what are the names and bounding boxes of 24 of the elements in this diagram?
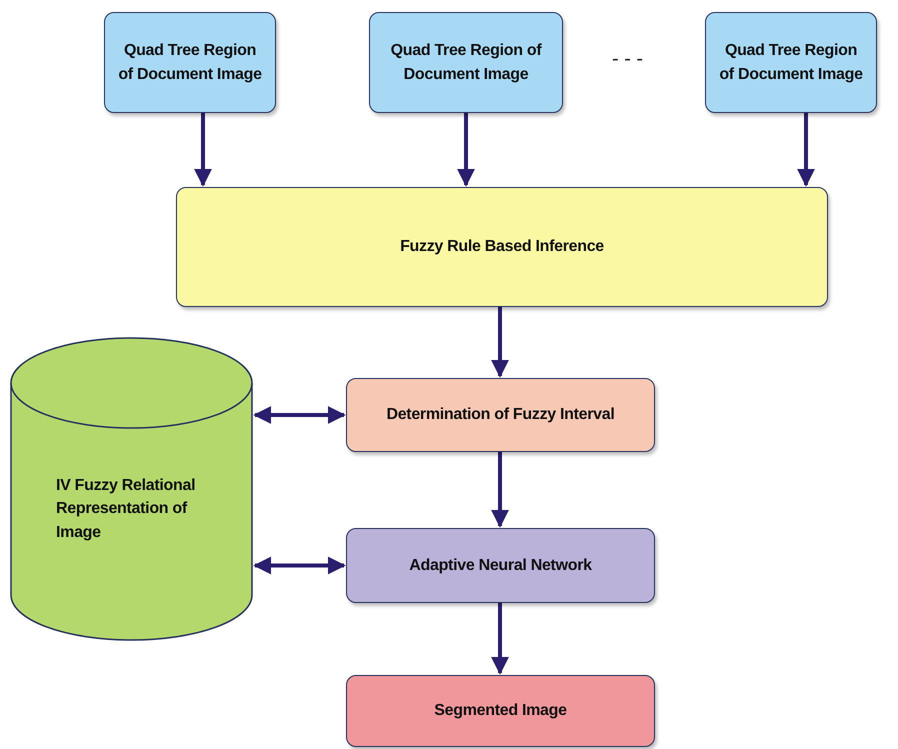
- arrow: [797, 113, 815, 187]
- arrow: [253, 556, 346, 574]
- node-label: Quad Tree Region of Document Image: [117, 41, 263, 84]
- node-label: Quad Tree Region of Document Image: [390, 41, 543, 84]
- process-box: [176, 187, 828, 307]
- node-label: Segmented Image: [434, 701, 567, 722]
- node-label: Determination of Fuzzy Interval: [386, 405, 615, 426]
- arrow: [194, 113, 212, 187]
- arrow: [491, 603, 509, 675]
- process-box: [369, 12, 563, 113]
- ellipsis-label: - - -: [612, 48, 644, 71]
- arrow: [491, 452, 509, 528]
- process-box: [346, 528, 655, 603]
- arrow: [491, 307, 509, 378]
- process-box: [346, 675, 655, 747]
- process-box: [104, 12, 276, 113]
- node-label: IV Fuzzy Relational Representation of Image: [56, 476, 196, 543]
- process-box: [346, 378, 655, 452]
- arrow: [253, 406, 346, 424]
- process-box: [705, 12, 877, 113]
- node-label: Quad Tree Region of Document Image: [718, 41, 864, 84]
- arrow: [457, 113, 475, 187]
- node-label: Adaptive Neural Network: [409, 556, 592, 576]
- node-label: Fuzzy Rule Based Inference: [400, 237, 604, 258]
